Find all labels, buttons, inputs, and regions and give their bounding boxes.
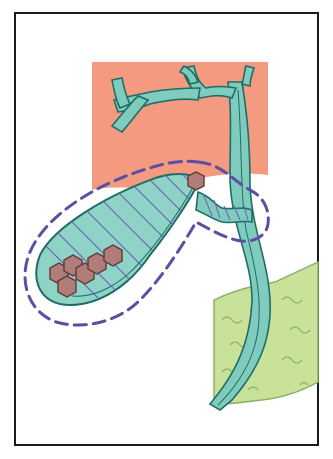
- gallstone: [58, 276, 76, 297]
- gallstone: [104, 245, 122, 266]
- gallstone: [188, 172, 204, 190]
